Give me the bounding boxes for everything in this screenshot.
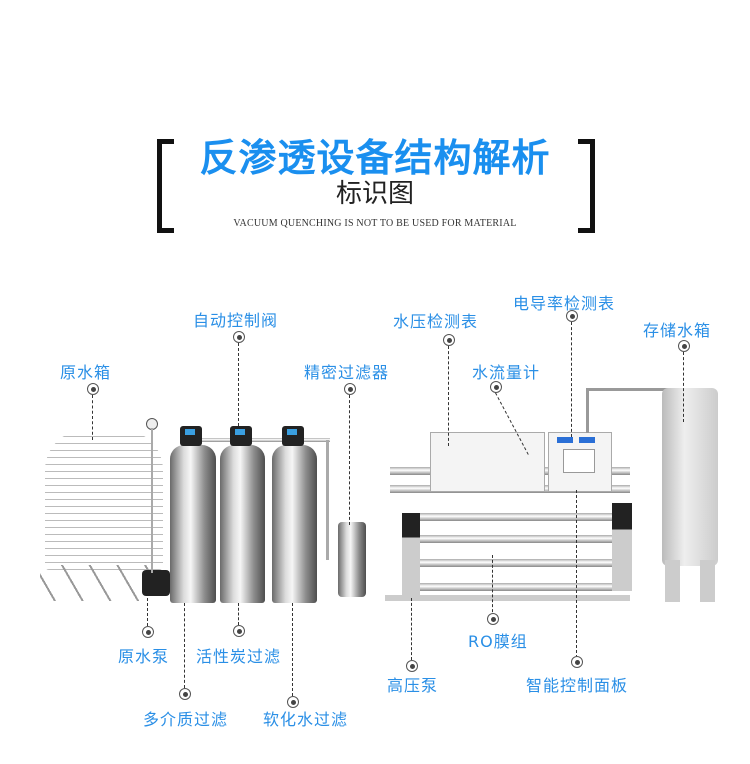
label-ro-membrane: RO膜组 xyxy=(468,632,528,651)
label-storage-tank: 存储水箱 xyxy=(643,321,712,340)
marker-dot-icon xyxy=(406,660,418,672)
leader-line xyxy=(576,490,577,658)
feed-pipe xyxy=(586,388,696,391)
marker-dot-icon xyxy=(142,626,154,638)
label-flow-meter: 水流量计 xyxy=(472,363,541,382)
booster-pump-image xyxy=(612,503,632,591)
base-frame xyxy=(385,595,630,601)
control-panel-image xyxy=(548,432,612,492)
display xyxy=(579,437,595,443)
label-auto-control-valve: 自动控制阀 xyxy=(193,311,279,330)
label-conductivity-meter: 电导率检测表 xyxy=(513,294,616,313)
leader-line xyxy=(571,322,572,437)
leader-line xyxy=(238,343,239,426)
leader-line xyxy=(448,346,449,446)
marker-dot-icon xyxy=(566,310,578,322)
label-raw-water-tank: 原水箱 xyxy=(60,363,112,382)
leader-line xyxy=(147,598,148,626)
label-pressure-gauge: 水压检测表 xyxy=(393,312,479,331)
marker-dot-icon xyxy=(233,625,245,637)
feed-pipe-vert xyxy=(586,388,589,433)
softener-image xyxy=(272,445,317,603)
marker-dot-icon xyxy=(678,340,690,352)
high-pressure-pump-image xyxy=(402,513,420,595)
top-pipe xyxy=(185,438,330,442)
label-high-pressure-pump: 高压泵 xyxy=(387,676,439,695)
carbon-filter-image xyxy=(220,445,265,603)
marker-dot-icon xyxy=(179,688,191,700)
right-bracket xyxy=(578,139,595,233)
leader-line xyxy=(292,603,293,696)
storage-tank-image xyxy=(662,388,718,566)
label-precision-filter: 精密过滤器 xyxy=(304,363,390,382)
membrane-tube xyxy=(405,559,615,567)
label-activated-carbon-filter: 活性炭过滤 xyxy=(196,647,282,666)
label-softened-water-filter: 软化水过滤 xyxy=(263,710,349,729)
leader-line xyxy=(238,603,239,625)
marker-dot-icon xyxy=(443,334,455,346)
leader-line xyxy=(683,352,684,422)
leader-line xyxy=(492,555,493,617)
precision-filter-image xyxy=(338,522,366,597)
tank-legs xyxy=(40,565,160,601)
valve-head xyxy=(180,426,202,446)
membrane-tube xyxy=(405,535,615,543)
storage-tank-legs xyxy=(665,560,715,602)
valve-head xyxy=(282,426,304,446)
valve-head xyxy=(230,426,252,446)
display xyxy=(557,437,573,443)
leader-line xyxy=(411,598,412,660)
left-bracket xyxy=(157,139,174,233)
multimedia-filter-image xyxy=(170,445,216,603)
label-smart-control-panel: 智能控制面板 xyxy=(526,676,629,695)
down-pipe xyxy=(326,440,329,560)
marker-dot-icon xyxy=(287,696,299,708)
label-multimedia-filter: 多介质过滤 xyxy=(143,710,229,729)
marker-dot-icon xyxy=(487,613,499,625)
membrane-tube xyxy=(405,583,615,591)
pump-image xyxy=(142,570,170,596)
raw-water-tank-image xyxy=(45,430,163,570)
marker-dot-icon xyxy=(87,383,99,395)
marker-dot-icon xyxy=(344,383,356,395)
label-raw-water-pump: 原水泵 xyxy=(118,647,170,666)
leader-line xyxy=(349,395,350,525)
leader-line xyxy=(184,603,185,688)
touchscreen xyxy=(563,449,595,473)
marker-dot-icon xyxy=(571,656,583,668)
marker-dot-icon xyxy=(490,381,502,393)
english-caption: VACUUM QUENCHING IS NOT TO BE USED FOR M… xyxy=(233,218,517,229)
page-subtitle: 标识图 xyxy=(335,179,414,209)
gauge-panel xyxy=(430,432,545,492)
leader-line xyxy=(92,395,93,440)
riser-pipe xyxy=(151,428,153,573)
membrane-tube xyxy=(405,513,615,521)
marker-dot-icon xyxy=(233,331,245,343)
page-title: 反渗透设备结构解析 xyxy=(199,136,551,180)
